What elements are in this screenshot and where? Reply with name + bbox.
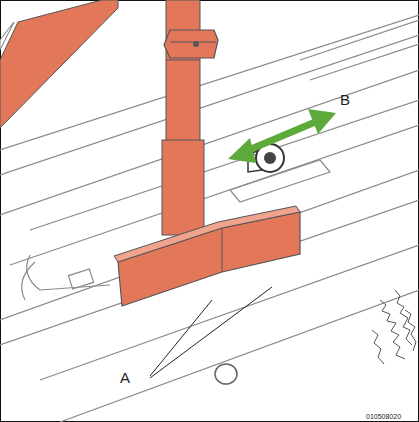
knob-center	[264, 152, 276, 164]
part-letter: B	[340, 92, 350, 107]
frame-line	[300, 20, 419, 80]
leader-line	[150, 300, 212, 376]
leader-lines	[150, 287, 272, 378]
movement-arrow	[228, 109, 336, 163]
rail-line	[0, 170, 419, 320]
clamp-line	[170, 42, 216, 43]
column-sleeve	[162, 140, 204, 235]
rail-line	[0, 70, 419, 215]
clamp-bolt	[193, 41, 199, 47]
frame-slot	[68, 269, 93, 289]
texture-line	[405, 310, 416, 351]
arrow-head	[308, 109, 336, 134]
figure-code: 010508020	[366, 413, 401, 420]
leader-line	[150, 287, 272, 378]
ground-texture	[372, 290, 416, 364]
side-plate	[0, 0, 118, 128]
column-seam	[166, 60, 200, 61]
rail-line	[30, 100, 419, 230]
arrow-shaft	[244, 120, 320, 152]
texture-line	[372, 330, 384, 364]
rail-line	[60, 290, 419, 422]
column-clamp	[164, 30, 218, 58]
machine-frame	[0, 15, 419, 422]
part-letter: A	[120, 370, 130, 385]
bracket-top	[114, 206, 300, 262]
arrow-head	[228, 138, 256, 163]
bolt-hole	[215, 364, 237, 384]
plate-edge	[0, 22, 14, 50]
frame-curve	[27, 255, 110, 290]
rail-line	[0, 200, 419, 345]
frame-curve	[22, 262, 35, 300]
texture-line	[380, 300, 405, 359]
bracket-seam	[222, 228, 223, 272]
